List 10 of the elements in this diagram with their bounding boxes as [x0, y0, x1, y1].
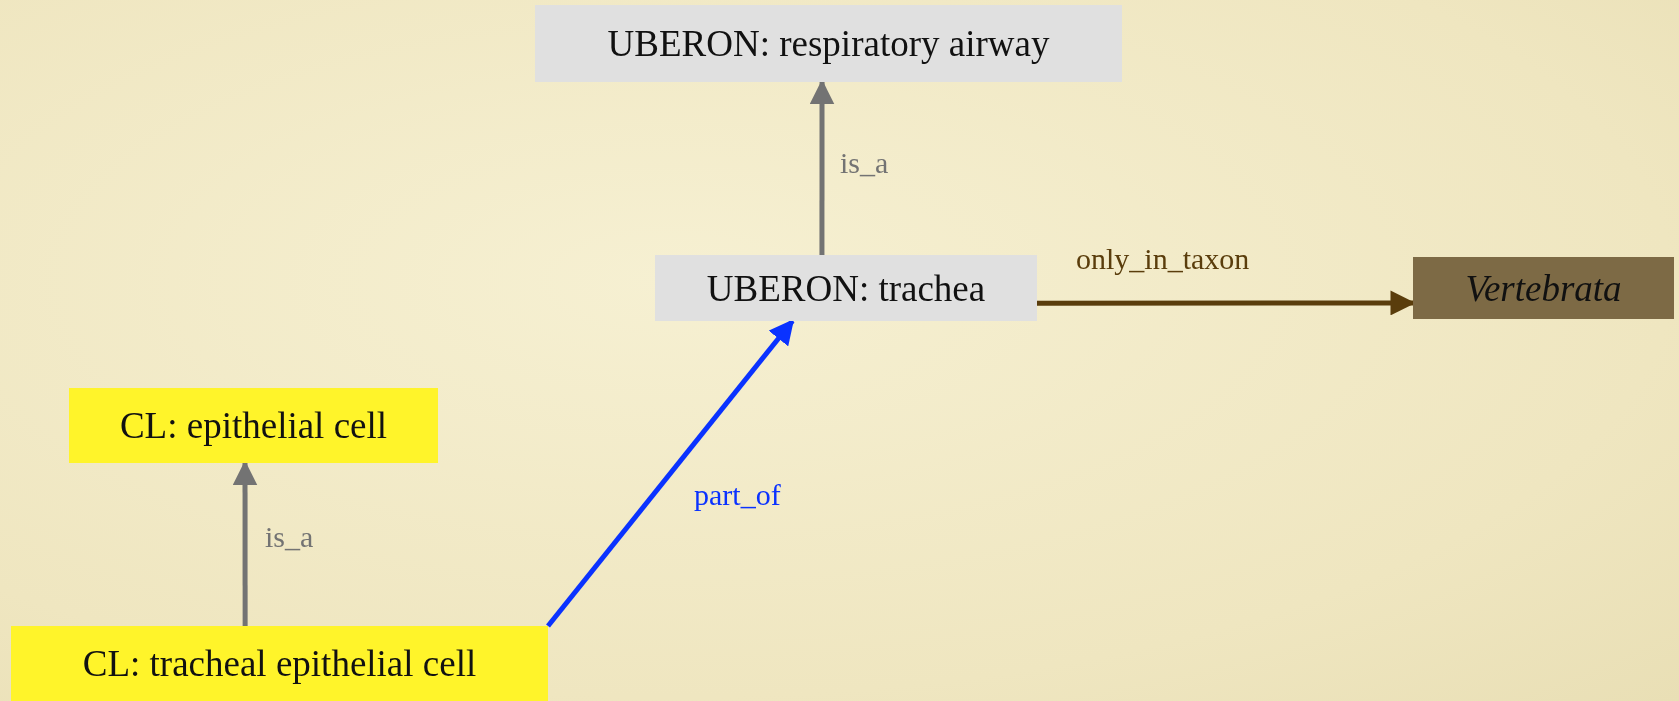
term-box: CL: tracheal epithelial cell	[11, 626, 548, 701]
edge-label: part_of	[694, 478, 781, 512]
arrow	[546, 319, 795, 628]
term-box: UBERON: trachea	[655, 255, 1037, 321]
term-box: Vertebrata	[1413, 257, 1674, 319]
edge-label: only_in_taxon	[1076, 242, 1250, 276]
edge-label: is_a	[840, 146, 889, 180]
edge-label: is_a	[265, 520, 314, 554]
term-box: CL: epithelial cell	[69, 388, 438, 463]
term-box: UBERON: respiratory airway	[535, 5, 1122, 82]
